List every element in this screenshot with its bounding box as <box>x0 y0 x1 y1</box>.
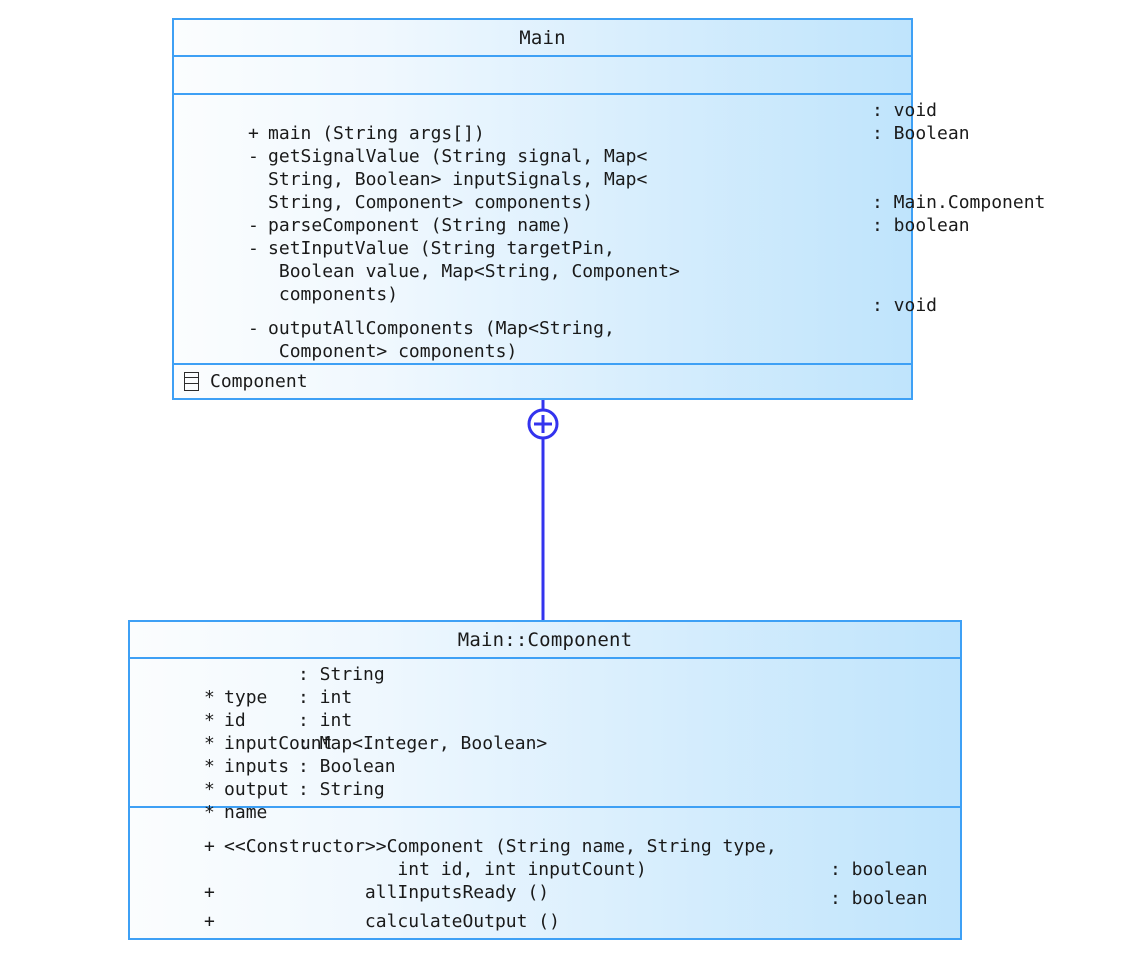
method-return-type: : boolean <box>830 888 928 909</box>
attribute-name: inputs <box>224 756 290 777</box>
visibility-marker: * <box>204 779 215 800</box>
method-row[interactable]: + allInputsReady () : boolean <box>130 858 960 903</box>
attribute-row[interactable]: * output : Boolean <box>130 755 960 800</box>
method-signature: allInputsReady () <box>224 882 550 903</box>
class-box-main[interactable]: Main +main (String args[]) : void -getSi… <box>172 18 1045 400</box>
method-row[interactable]: + <<Constructor>>Component (String name, … <box>130 812 960 880</box>
method-return-type: : Boolean <box>872 123 970 144</box>
nested-class-row[interactable]: Component <box>174 365 911 398</box>
visibility-marker: * <box>204 802 215 823</box>
visibility-marker: + <box>204 911 215 932</box>
method-row[interactable]: -outputAllComponents (Map<String, Compon… <box>174 294 937 362</box>
method-signature: parseComponent (String name) <box>268 215 572 236</box>
attribute-type: : Boolean <box>298 756 396 777</box>
component-attributes-compartment: * type : String * id : int * inputCount : i… <box>130 659 960 823</box>
attribute-type: : Map<Integer, Boolean> <box>298 733 548 754</box>
attribute-type: : int <box>298 687 353 708</box>
method-row[interactable]: -getSignalValue (String signal, Map< Str… <box>174 122 970 213</box>
attribute-row[interactable]: * inputCount : int <box>130 709 960 754</box>
main-attributes-compartment <box>174 57 911 95</box>
method-signature: getSignalValue (String signal, Map< Stri… <box>268 146 648 213</box>
method-return-type: : Main.Component <box>872 192 1046 213</box>
main-methods-compartment: +main (String args[]) : void -getSignalV… <box>174 95 1045 365</box>
visibility-marker: + <box>248 123 259 144</box>
attribute-row[interactable]: * type : String <box>130 663 960 708</box>
main-class-title: Main <box>174 20 911 57</box>
attribute-type: : int <box>298 710 353 731</box>
method-return-type: : boolean <box>872 215 970 236</box>
visibility-marker: * <box>204 687 215 708</box>
attribute-type: : String <box>298 664 385 685</box>
method-return-type: : boolean <box>830 859 928 880</box>
visibility-marker: - <box>248 146 259 167</box>
method-signature: calculateOutput () <box>224 911 560 932</box>
attribute-row[interactable]: * id : int <box>130 686 960 731</box>
attribute-row[interactable]: * inputs : Map<Integer, Boolean> <box>130 732 960 777</box>
visibility-marker: * <box>204 756 215 777</box>
method-signature: main (String args[]) <box>268 123 485 144</box>
visibility-marker: - <box>248 238 259 259</box>
method-row[interactable]: + main (String args[]) : void <box>174 99 937 144</box>
component-class-title: Main::Component <box>130 622 960 659</box>
method-row[interactable]: -parseComponent (String name) : Main.Com… <box>174 191 1045 236</box>
attribute-name: type <box>224 687 268 708</box>
component-methods-compartment: + <<Constructor>>Component (String name, … <box>130 808 960 939</box>
class-glyph-icon <box>184 372 199 391</box>
visibility-marker: + <box>204 882 215 903</box>
visibility-marker: * <box>204 710 215 731</box>
attribute-row[interactable]: * name : String <box>130 778 960 823</box>
visibility-marker: * <box>204 733 215 754</box>
method-signature: setInputValue (String targetPin, Boolean… <box>268 238 680 305</box>
class-box-component[interactable]: Main::Component *type : String *id : int… <box>128 620 962 940</box>
visibility-marker: + <box>204 836 215 857</box>
method-row[interactable]: + calculateOutput () : boolean <box>130 887 960 932</box>
attribute-name: id <box>224 710 246 731</box>
method-return-type: : void <box>872 295 938 316</box>
method-signature: <<Constructor>>Component (String name, S… <box>224 836 777 880</box>
attribute-type: : String <box>298 779 385 800</box>
visibility-marker: - <box>248 215 259 236</box>
attribute-name: name <box>224 802 268 823</box>
attribute-name: inputCount <box>224 733 333 754</box>
visibility-marker: - <box>248 318 259 339</box>
nested-class-label: Component <box>210 371 308 392</box>
method-return-type: : void <box>872 100 938 121</box>
circle-plus-icon <box>527 408 559 440</box>
method-row[interactable]: -setInputValue (String targetPin, Boolea… <box>174 214 970 305</box>
attribute-name: output <box>224 779 290 800</box>
method-signature: outputAllComponents (Map<String, Compone… <box>268 318 615 362</box>
